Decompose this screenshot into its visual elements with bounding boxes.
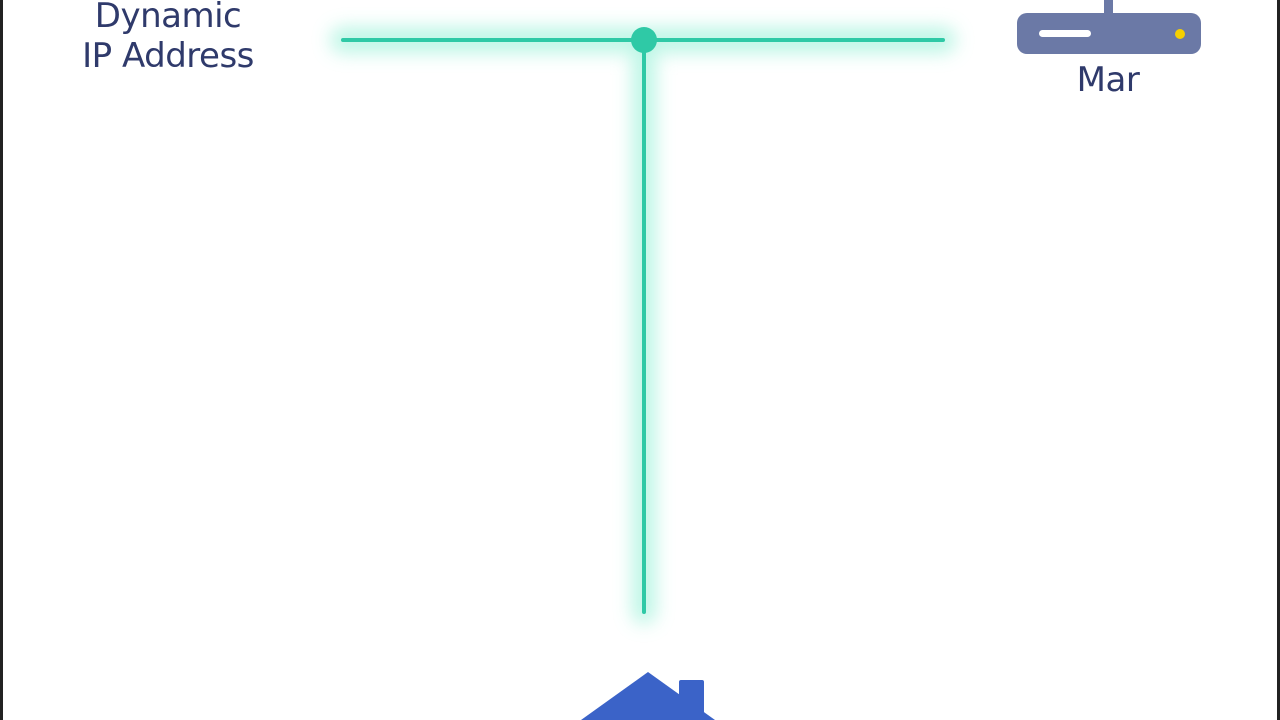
dynamic-ip-label-line2: IP Address <box>82 36 254 76</box>
router-label: Mar <box>1076 60 1140 100</box>
router-icon <box>1017 0 1201 54</box>
dynamic-ip-label: Dynamic IP Address <box>43 0 293 76</box>
house-icon <box>581 672 715 720</box>
junction-node <box>631 27 657 53</box>
router-led-icon <box>1175 29 1185 39</box>
dynamic-ip-label-line1: Dynamic <box>94 0 242 36</box>
network-diagram <box>330 0 1201 720</box>
